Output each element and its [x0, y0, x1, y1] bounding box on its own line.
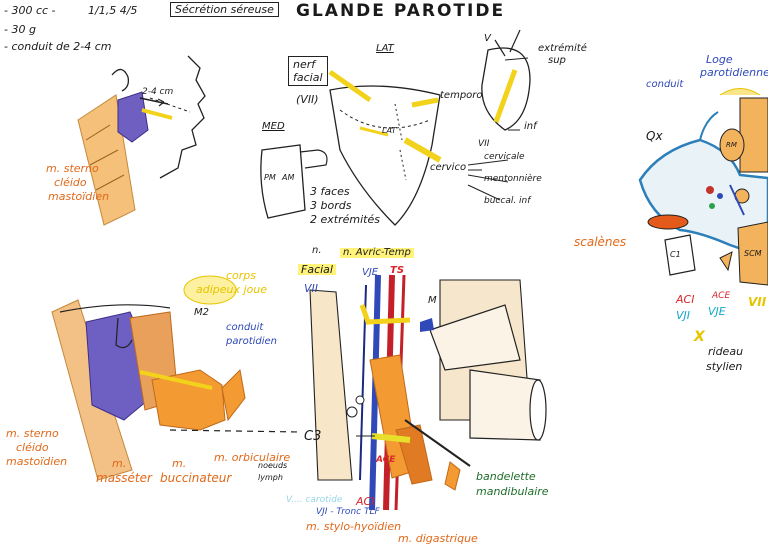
summary-faces: 3 faces [310, 185, 350, 198]
bandelette-label-1: bandelette [476, 470, 536, 483]
vii-label: VII [478, 139, 490, 149]
buccinateur-label-2: buccinateur [160, 471, 232, 485]
masseter-label-1: m. [112, 457, 127, 470]
lat-inside-label: LAT [382, 126, 397, 135]
neck-dissection-drawing [309, 274, 547, 511]
neck-vii-label: VII [304, 282, 319, 295]
nerve-box-line1: nerf [293, 58, 316, 71]
sterno-label-3: mastoïdien [48, 190, 110, 203]
avric-label: n. Avric-Temp [340, 248, 414, 258]
sterno-label-2: cléido [54, 176, 87, 189]
loge-aci-label: ACI [676, 293, 695, 306]
sup-label: sup [548, 55, 566, 66]
vse-label: VJE [362, 267, 379, 278]
vji-tronc-label: VJI - Tronc TLF [316, 507, 380, 517]
m2-label: M2 [194, 307, 209, 318]
digastrique-label: m. digastrique [398, 532, 478, 545]
rideau-label: rideau [708, 345, 744, 358]
temporo-label: temporo [440, 90, 483, 101]
sterno2-label-2: cléido [16, 441, 49, 454]
neck-ace-label: ACE [376, 455, 396, 465]
qx-label: Qx [646, 129, 663, 143]
faint-label: V.... carotide [286, 495, 343, 505]
scalenes-label: scalènes [574, 235, 627, 249]
am-label: AM [282, 173, 295, 182]
masseter-label-2: masséter [96, 471, 152, 485]
branch-buccal: buccal. inf [484, 196, 531, 206]
orbiculaire-label: m. orbiculaire [214, 451, 291, 464]
volume-label: - 300 cc - [4, 4, 56, 17]
stylo-label: m. stylo-hyoïdien [306, 520, 402, 533]
loge-vii-label: VII [748, 295, 767, 309]
loge-vje-label: VJE [708, 305, 726, 318]
weight-label: - 30 g [4, 23, 36, 36]
secretion-label: Sécrétion séreuse [170, 2, 279, 17]
sterno2-label-3: mastoïdien [6, 455, 68, 468]
nerve-box: nerf facial [288, 56, 328, 86]
noeuds-label-1: noeuds [258, 461, 288, 470]
v-label: V [484, 33, 491, 44]
face-muscles-drawing [51, 275, 301, 481]
nerve-box-line2: facial [293, 71, 323, 84]
branch-cervicale: cervicale [484, 152, 525, 162]
conduit-parotidien-1: conduit [226, 322, 264, 333]
facial-label: Facial [298, 264, 336, 275]
bandelette-label-2: mandibulaire [476, 485, 549, 498]
loge-title-2: parotidienne [700, 66, 768, 79]
stylien-label: stylien [706, 360, 743, 373]
rm-label: RM [726, 141, 737, 149]
loge-duct-label: conduit [646, 79, 684, 90]
loge-x-label: X [694, 329, 705, 345]
loge-ace-label: ACE [712, 291, 731, 301]
lat-label: LAT [376, 43, 394, 54]
face-profile-drawing [77, 55, 206, 226]
inf-label: inf [524, 121, 537, 132]
neck-n-label: n. [312, 245, 322, 256]
branch-mentonniere: mentonnière [484, 174, 542, 184]
duct-length-label: - conduit de 2-4 cm [4, 40, 112, 53]
buccinateur-label-1: m. [172, 457, 187, 470]
adipeux-label: adipeux joue [196, 283, 268, 296]
med-label: MED [262, 121, 285, 132]
c1-label: C1 [670, 250, 681, 259]
ts-label: TS [390, 265, 405, 276]
lobe-diagram [260, 69, 509, 226]
sterno2-label-1: m. sterno [6, 427, 59, 440]
scm-label: SCM [744, 249, 762, 258]
corps-label: corps [226, 269, 257, 282]
loge-vji-label: VJI [676, 309, 691, 322]
m-label: M [428, 295, 437, 306]
sterno-label-1: m. sterno [46, 162, 99, 175]
summary-extremites: 2 extrémités [310, 213, 380, 226]
duct-measure-label: 2-4 cm [142, 87, 174, 97]
cervico-label: cervico [430, 162, 467, 173]
loge-section-drawing [638, 88, 768, 286]
conduit-parotidien-2: parotidien [226, 336, 278, 347]
extremities-drawing [481, 29, 531, 131]
summary-bords: 3 bords [310, 199, 352, 212]
page-title: GLANDE PAROTIDE [296, 1, 506, 21]
noeuds-label-2: lymph [258, 473, 283, 482]
ratio-label: 1/1,5 4/5 [88, 4, 138, 17]
extremite-label: extrémité [538, 43, 587, 54]
nerve-num-label: (VII) [296, 93, 319, 106]
pm-label: PM [264, 173, 276, 182]
neck-aci-label: ACI [356, 495, 375, 508]
loge-title-1: Loge [706, 53, 733, 66]
c3-label: C3 [304, 429, 322, 444]
